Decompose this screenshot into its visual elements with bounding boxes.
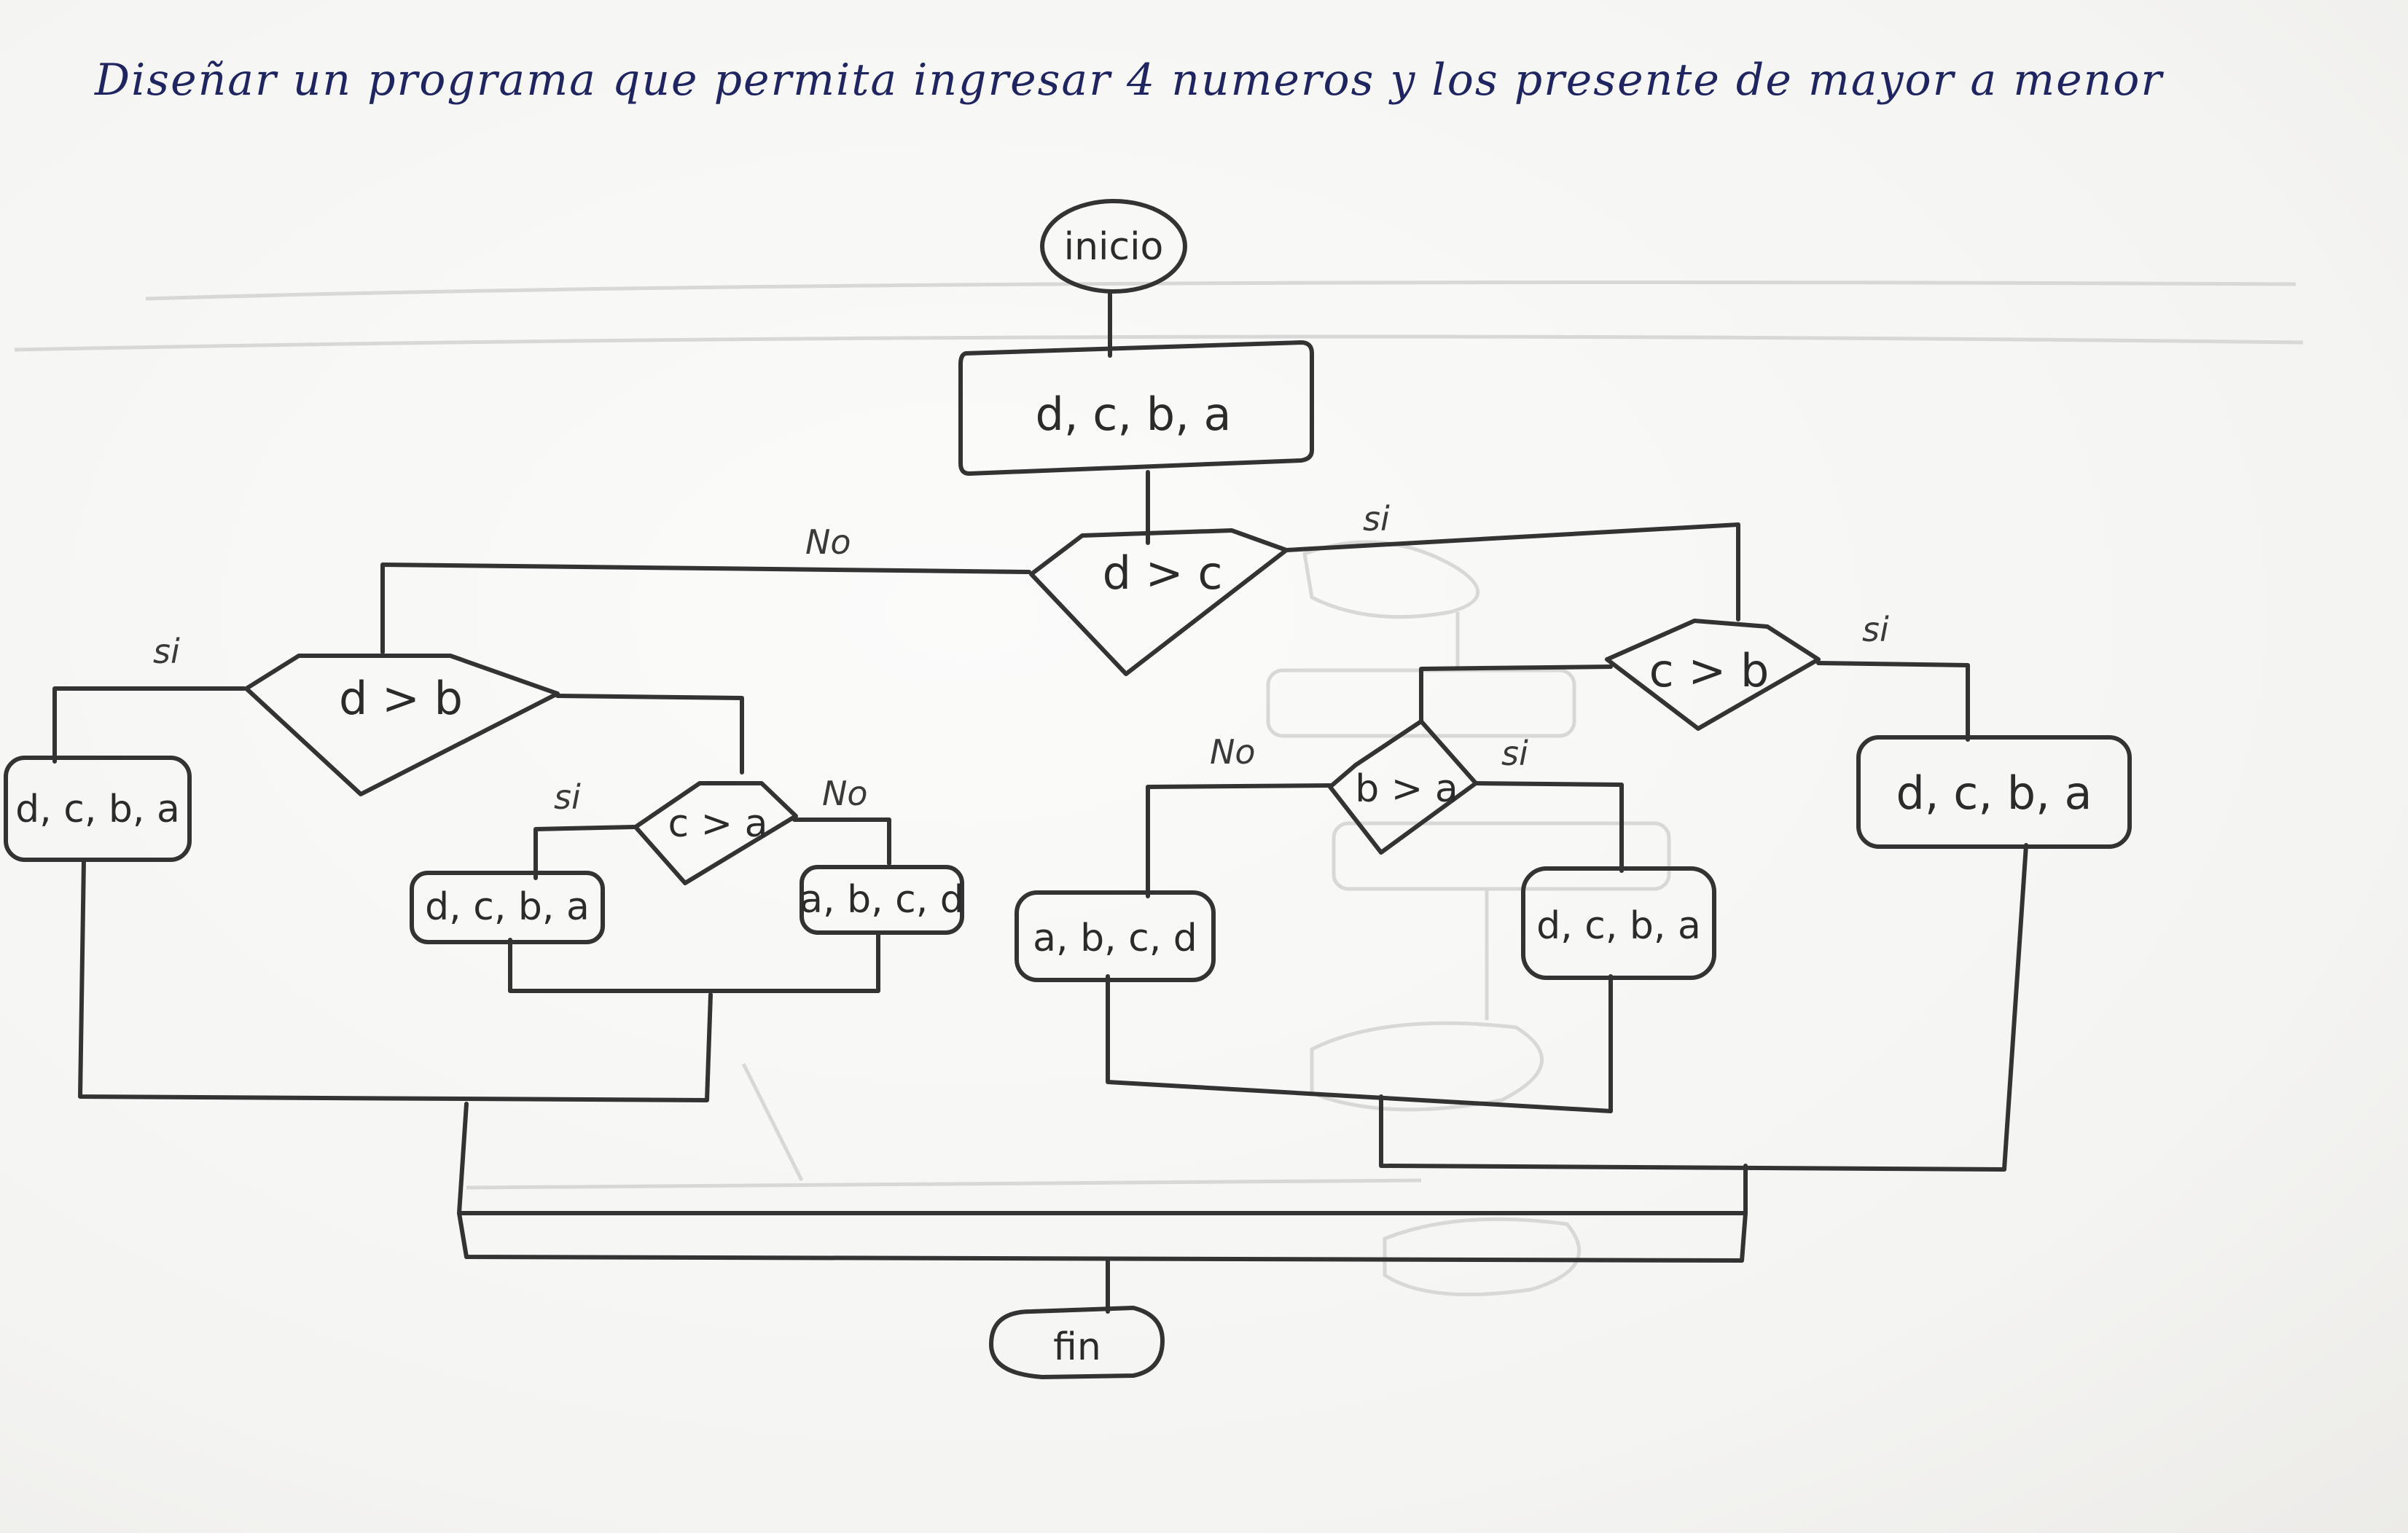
decision-right-label: c > b <box>1649 644 1770 697</box>
decision-right-inner: b > a <box>1328 719 1478 855</box>
decision-left-label: d > b <box>339 672 463 725</box>
branch-left-inner-no: No <box>822 774 868 813</box>
branch-left-inner-si: si <box>554 777 581 817</box>
branch-right-si: si <box>1862 610 1889 649</box>
connectors <box>52 289 2028 1314</box>
decision-left-inner: c > a <box>633 781 798 885</box>
branch-left-si: si <box>153 632 180 671</box>
start-terminator: inicio <box>1040 199 1187 294</box>
decision-right: c > b <box>1605 619 1821 731</box>
output-far-left-label: d, c, b, a <box>15 788 180 831</box>
branch-right-inner-si: si <box>1501 734 1528 773</box>
decision-main: d > c <box>1029 528 1289 676</box>
output-left-si-label: d, c, b, a <box>425 885 590 929</box>
output-right-si: d, c, b, a <box>1521 866 1716 980</box>
output-right-no-label: a, b, c, d <box>1033 917 1197 960</box>
output-left-no: a, b, c, d <box>800 865 964 935</box>
page-title: Diseñar un programa que permita ingresar… <box>94 55 2164 106</box>
end-terminator: fin <box>989 1306 1165 1379</box>
decision-right-inner-label: b > a <box>1355 767 1458 811</box>
decision-main-label: d > c <box>1103 546 1223 600</box>
decision-left: d > b <box>244 654 560 796</box>
output-far-right-label: d, c, b, a <box>1896 766 2092 820</box>
decision-left-inner-label: c > a <box>668 802 767 846</box>
input-box: d, c, b, a <box>958 340 1314 476</box>
output-left-no-label: a, b, c, d <box>800 878 964 922</box>
branch-main-si: si <box>1363 499 1390 538</box>
branch-right-inner-no: No <box>1210 732 1256 772</box>
output-far-right: d, c, b, a <box>1856 735 2132 849</box>
output-right-si-label: d, c, b, a <box>1536 904 1701 948</box>
input-label: d, c, b, a <box>1035 388 1231 441</box>
output-far-left: d, c, b, a <box>4 756 192 862</box>
output-left-si: d, c, b, a <box>410 871 605 944</box>
branch-main-no: No <box>805 522 851 562</box>
end-label: fin <box>1053 1325 1101 1369</box>
start-label: inicio <box>1064 225 1164 269</box>
output-right-no: a, b, c, d <box>1015 890 1216 982</box>
